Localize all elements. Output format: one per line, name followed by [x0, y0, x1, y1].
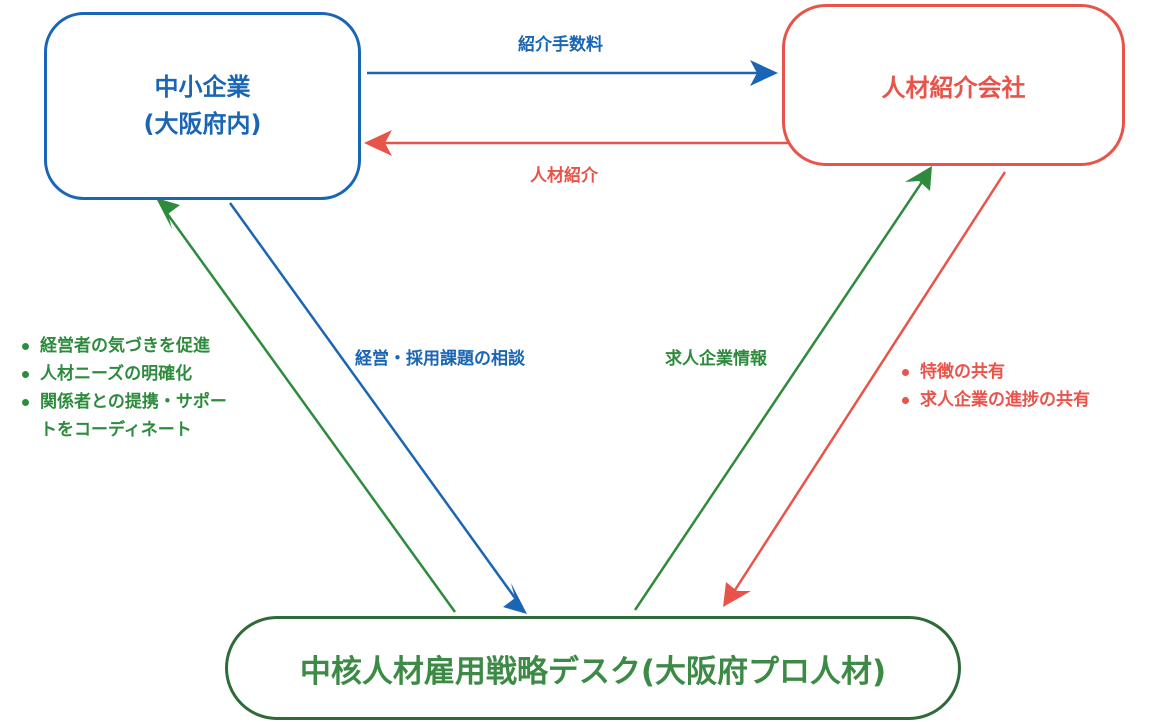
sharing-list: 特徴の共有 求人企業の進捗の共有: [898, 358, 1090, 414]
job-info-label: 求人企業情報: [665, 349, 767, 369]
sme-subtitle: (大阪府内): [143, 110, 262, 138]
sme-title: 中小企業: [154, 72, 251, 101]
support-item-text: 経営者の気づきを促進: [40, 336, 210, 356]
progress-arrow: [733, 171, 1007, 591]
sharing-item-text: 特徴の共有: [920, 362, 1005, 382]
job-info-arrow-head: [905, 166, 932, 191]
support-list: 経営者の気づきを促進 人材ニーズの明確化 関係者との提携・サポー トをコーディネ…: [18, 332, 227, 444]
sharing-list-item: 特徴の共有: [898, 358, 1090, 386]
bullet-icon: [22, 371, 29, 378]
consult-label: 経営・採用課題の相談: [355, 349, 525, 369]
consult-arrow-head: [503, 583, 527, 614]
bullet-icon: [22, 399, 29, 406]
support-arrow-head: [156, 198, 180, 229]
sharing-list-item: 求人企業の進捗の共有: [898, 386, 1090, 414]
support-arrow: [164, 211, 457, 613]
fee-label: 紹介手数料: [518, 35, 603, 55]
desk-node: 中核人材雇用戦略デスク(大阪府プロ人材): [225, 616, 961, 720]
support-list-item: 人材ニーズの明確化: [18, 360, 227, 388]
sme-node: 中小企業 (大阪府内): [44, 12, 361, 200]
support-list-item-continuation: トをコーディネート: [18, 416, 227, 444]
referral-label: 人材紹介: [530, 166, 598, 186]
sharing-item-text: 求人企業の進捗の共有: [920, 390, 1090, 410]
consult-arrow: [228, 202, 517, 599]
support-item-text: 関係者との提携・サポー: [40, 392, 227, 412]
bullet-icon: [902, 369, 909, 376]
fee-arrow-head: [750, 60, 778, 86]
bullet-icon: [902, 397, 909, 404]
agency-title: 人材紹介会社: [881, 73, 1026, 102]
bullet-icon: [22, 343, 29, 350]
referral-arrow-head: [364, 130, 392, 156]
desk-title: 中核人材雇用戦略デスク(大阪府プロ人材): [299, 653, 887, 690]
support-list-item: 経営者の気づきを促進: [18, 332, 227, 360]
job-info-arrow: [633, 181, 924, 611]
agency-node: 人材紹介会社: [782, 4, 1125, 166]
support-item-text: トをコーディネート: [40, 420, 192, 440]
support-item-text: 人材ニーズの明確化: [40, 364, 193, 384]
progress-arrow-head: [723, 582, 751, 607]
support-list-item: 関係者との提携・サポー: [18, 388, 227, 416]
